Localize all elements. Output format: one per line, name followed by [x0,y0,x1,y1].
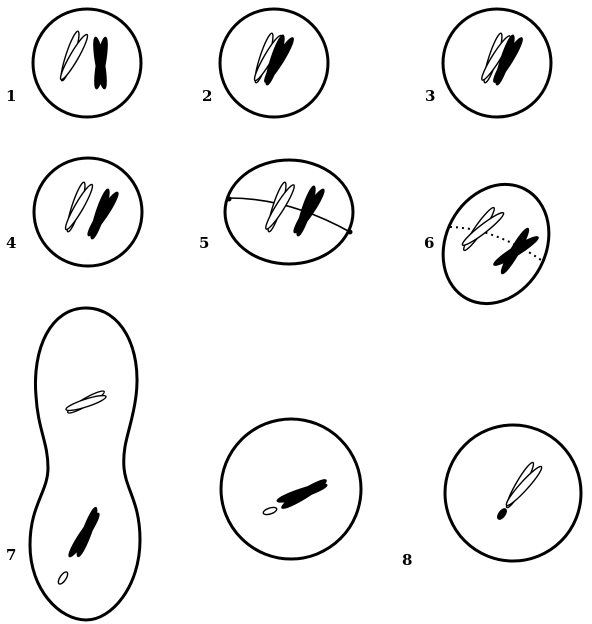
upper-light-chromosome [65,388,107,416]
stage-7-label: 7 [6,546,16,564]
dark-chromosome [262,477,328,516]
stage-6-label: 6 [424,234,434,252]
dark-chromosome [85,188,121,240]
lower-dark-chromosome [57,506,102,585]
dark-chromosome [492,226,541,275]
stage-8: 8 [221,419,581,569]
stage-8-label: 8 [402,551,412,569]
cell-stage-1 [33,9,141,117]
stage-1-label: 1 [6,87,16,105]
stage-6: 6 [423,166,570,322]
stage-3-label: 3 [425,87,435,105]
light-chromosome [460,205,506,252]
spindle-pole [227,197,232,202]
light-chromosome [57,30,90,82]
cell-stage-6 [423,166,570,322]
paired-chromosomes [479,32,526,86]
stage-2: 2 [202,9,328,117]
stage-1: 1 [6,9,141,117]
spindle-pole [348,230,353,235]
stage-5-label: 5 [199,234,209,252]
stage-3: 3 [425,9,551,117]
daughter-cell-left [221,419,361,559]
dark-chromosome [91,37,109,90]
stage-5: 5 [199,160,353,264]
paired-chromosomes [251,32,296,86]
dark-chromosome [291,185,327,237]
light-chromosome [496,460,544,520]
cell-stage-5 [225,160,353,264]
spindle [229,198,350,232]
stage-7: 7 [6,308,140,620]
stage-4-label: 4 [6,234,16,252]
stage-2-label: 2 [202,87,212,105]
stage-4: 4 [6,158,142,266]
cell-stage-4 [34,158,142,266]
cell-stage-7 [30,308,140,620]
